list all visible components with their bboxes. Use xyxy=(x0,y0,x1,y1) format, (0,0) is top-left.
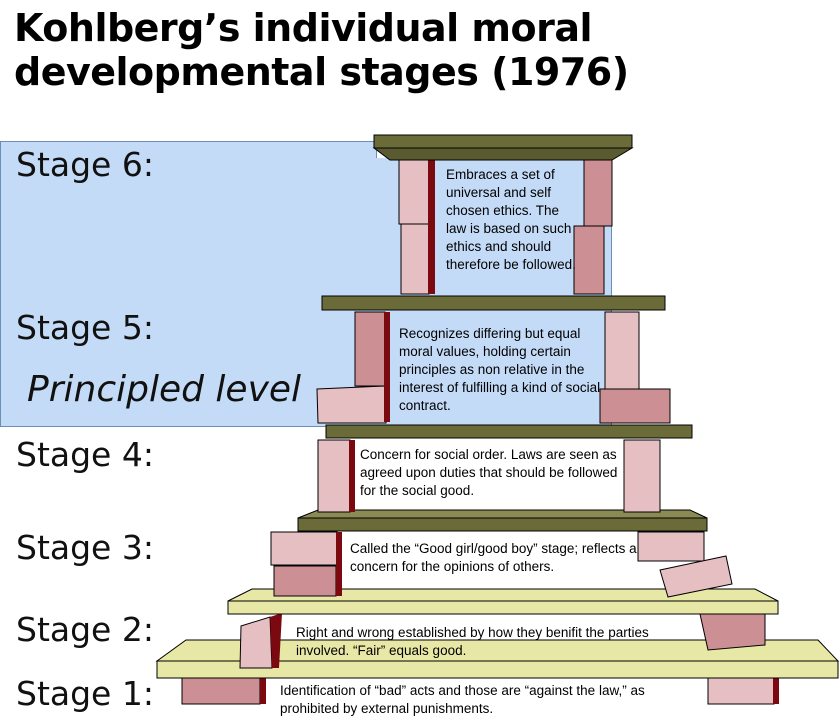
brick xyxy=(273,565,337,597)
plank-3 xyxy=(297,517,708,532)
stage-3-label: Stage 3: xyxy=(16,528,154,567)
plank-4 xyxy=(325,424,693,439)
stage-4-description: Concern for social order. Laws are seen … xyxy=(360,447,618,498)
plank-3-top xyxy=(297,509,708,519)
stage-3-description: Called the “Good girl/good boy” stage; r… xyxy=(350,541,637,574)
brick xyxy=(604,311,640,390)
brick xyxy=(637,531,705,562)
brick xyxy=(354,311,386,387)
brick xyxy=(398,147,430,225)
plank-5 xyxy=(321,295,666,311)
brick xyxy=(384,312,390,422)
stage-1-label: Stage 1: xyxy=(16,674,154,713)
brick xyxy=(270,613,282,668)
plank-1-top xyxy=(155,639,839,662)
brick xyxy=(400,223,430,295)
stage-1-description: Identification of “bad” acts and those a… xyxy=(280,683,645,716)
brick xyxy=(239,616,273,669)
plank-6 xyxy=(373,134,633,149)
plank-6-side xyxy=(372,147,634,161)
brick xyxy=(659,555,733,598)
title-line-1: Kohlberg’s individual moral xyxy=(14,6,593,50)
brick xyxy=(773,676,779,704)
plank-2 xyxy=(227,600,779,615)
brick xyxy=(707,675,775,705)
stage-6-description: Embraces a set of universal and self cho… xyxy=(446,167,576,272)
stage-5-label: Stage 5: xyxy=(16,308,154,347)
brick xyxy=(623,439,661,513)
brick xyxy=(270,531,338,566)
brick xyxy=(336,532,342,596)
brick xyxy=(181,675,261,705)
stage-4-label: Stage 4: xyxy=(16,435,154,474)
brick xyxy=(316,385,387,424)
plank-2-top xyxy=(227,588,779,602)
brick xyxy=(599,388,671,424)
brick xyxy=(260,676,266,704)
brick xyxy=(317,439,351,513)
stage-2-description: Right and wrong established by how they … xyxy=(296,625,649,658)
principled-level-label: Principled level xyxy=(27,369,302,410)
title-line-2: developmental stages (1976) xyxy=(14,50,629,94)
brick xyxy=(428,148,435,294)
principled-level-highlight xyxy=(0,141,377,427)
brick xyxy=(583,151,613,227)
brick xyxy=(699,613,766,651)
page-title: Kohlberg’s individual moral developmenta… xyxy=(14,6,629,94)
stage-6-label: Stage 6: xyxy=(16,145,154,184)
stage-2-label: Stage 2: xyxy=(16,610,154,649)
brick xyxy=(349,440,355,512)
stage-5-description: Recognizes differing but equal moral val… xyxy=(399,326,601,413)
brick xyxy=(573,225,605,295)
